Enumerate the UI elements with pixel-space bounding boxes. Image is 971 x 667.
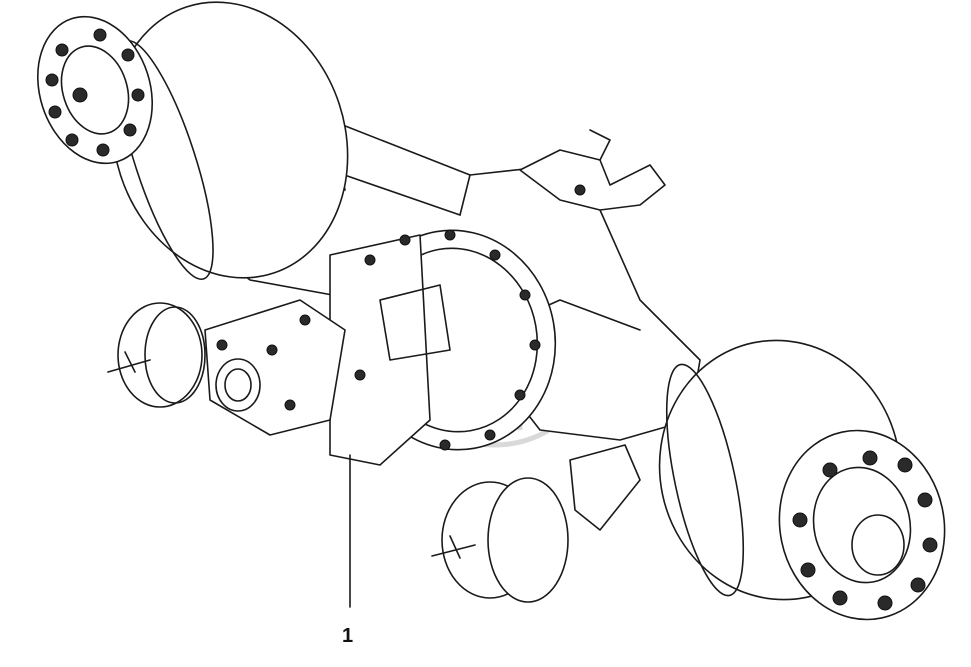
input-housing [204,299,346,436]
right-brake-chamber [431,444,641,603]
carrier-flange-bolts [354,229,541,451]
right-hub-bolts [792,450,938,611]
differential-carrier [329,229,557,466]
left-brake-chamber [107,302,206,408]
left-hub-bolts [45,28,145,157]
right-brake-drum [658,339,946,621]
callout-number: 1 [342,625,353,647]
suspension-bracket [519,129,666,211]
